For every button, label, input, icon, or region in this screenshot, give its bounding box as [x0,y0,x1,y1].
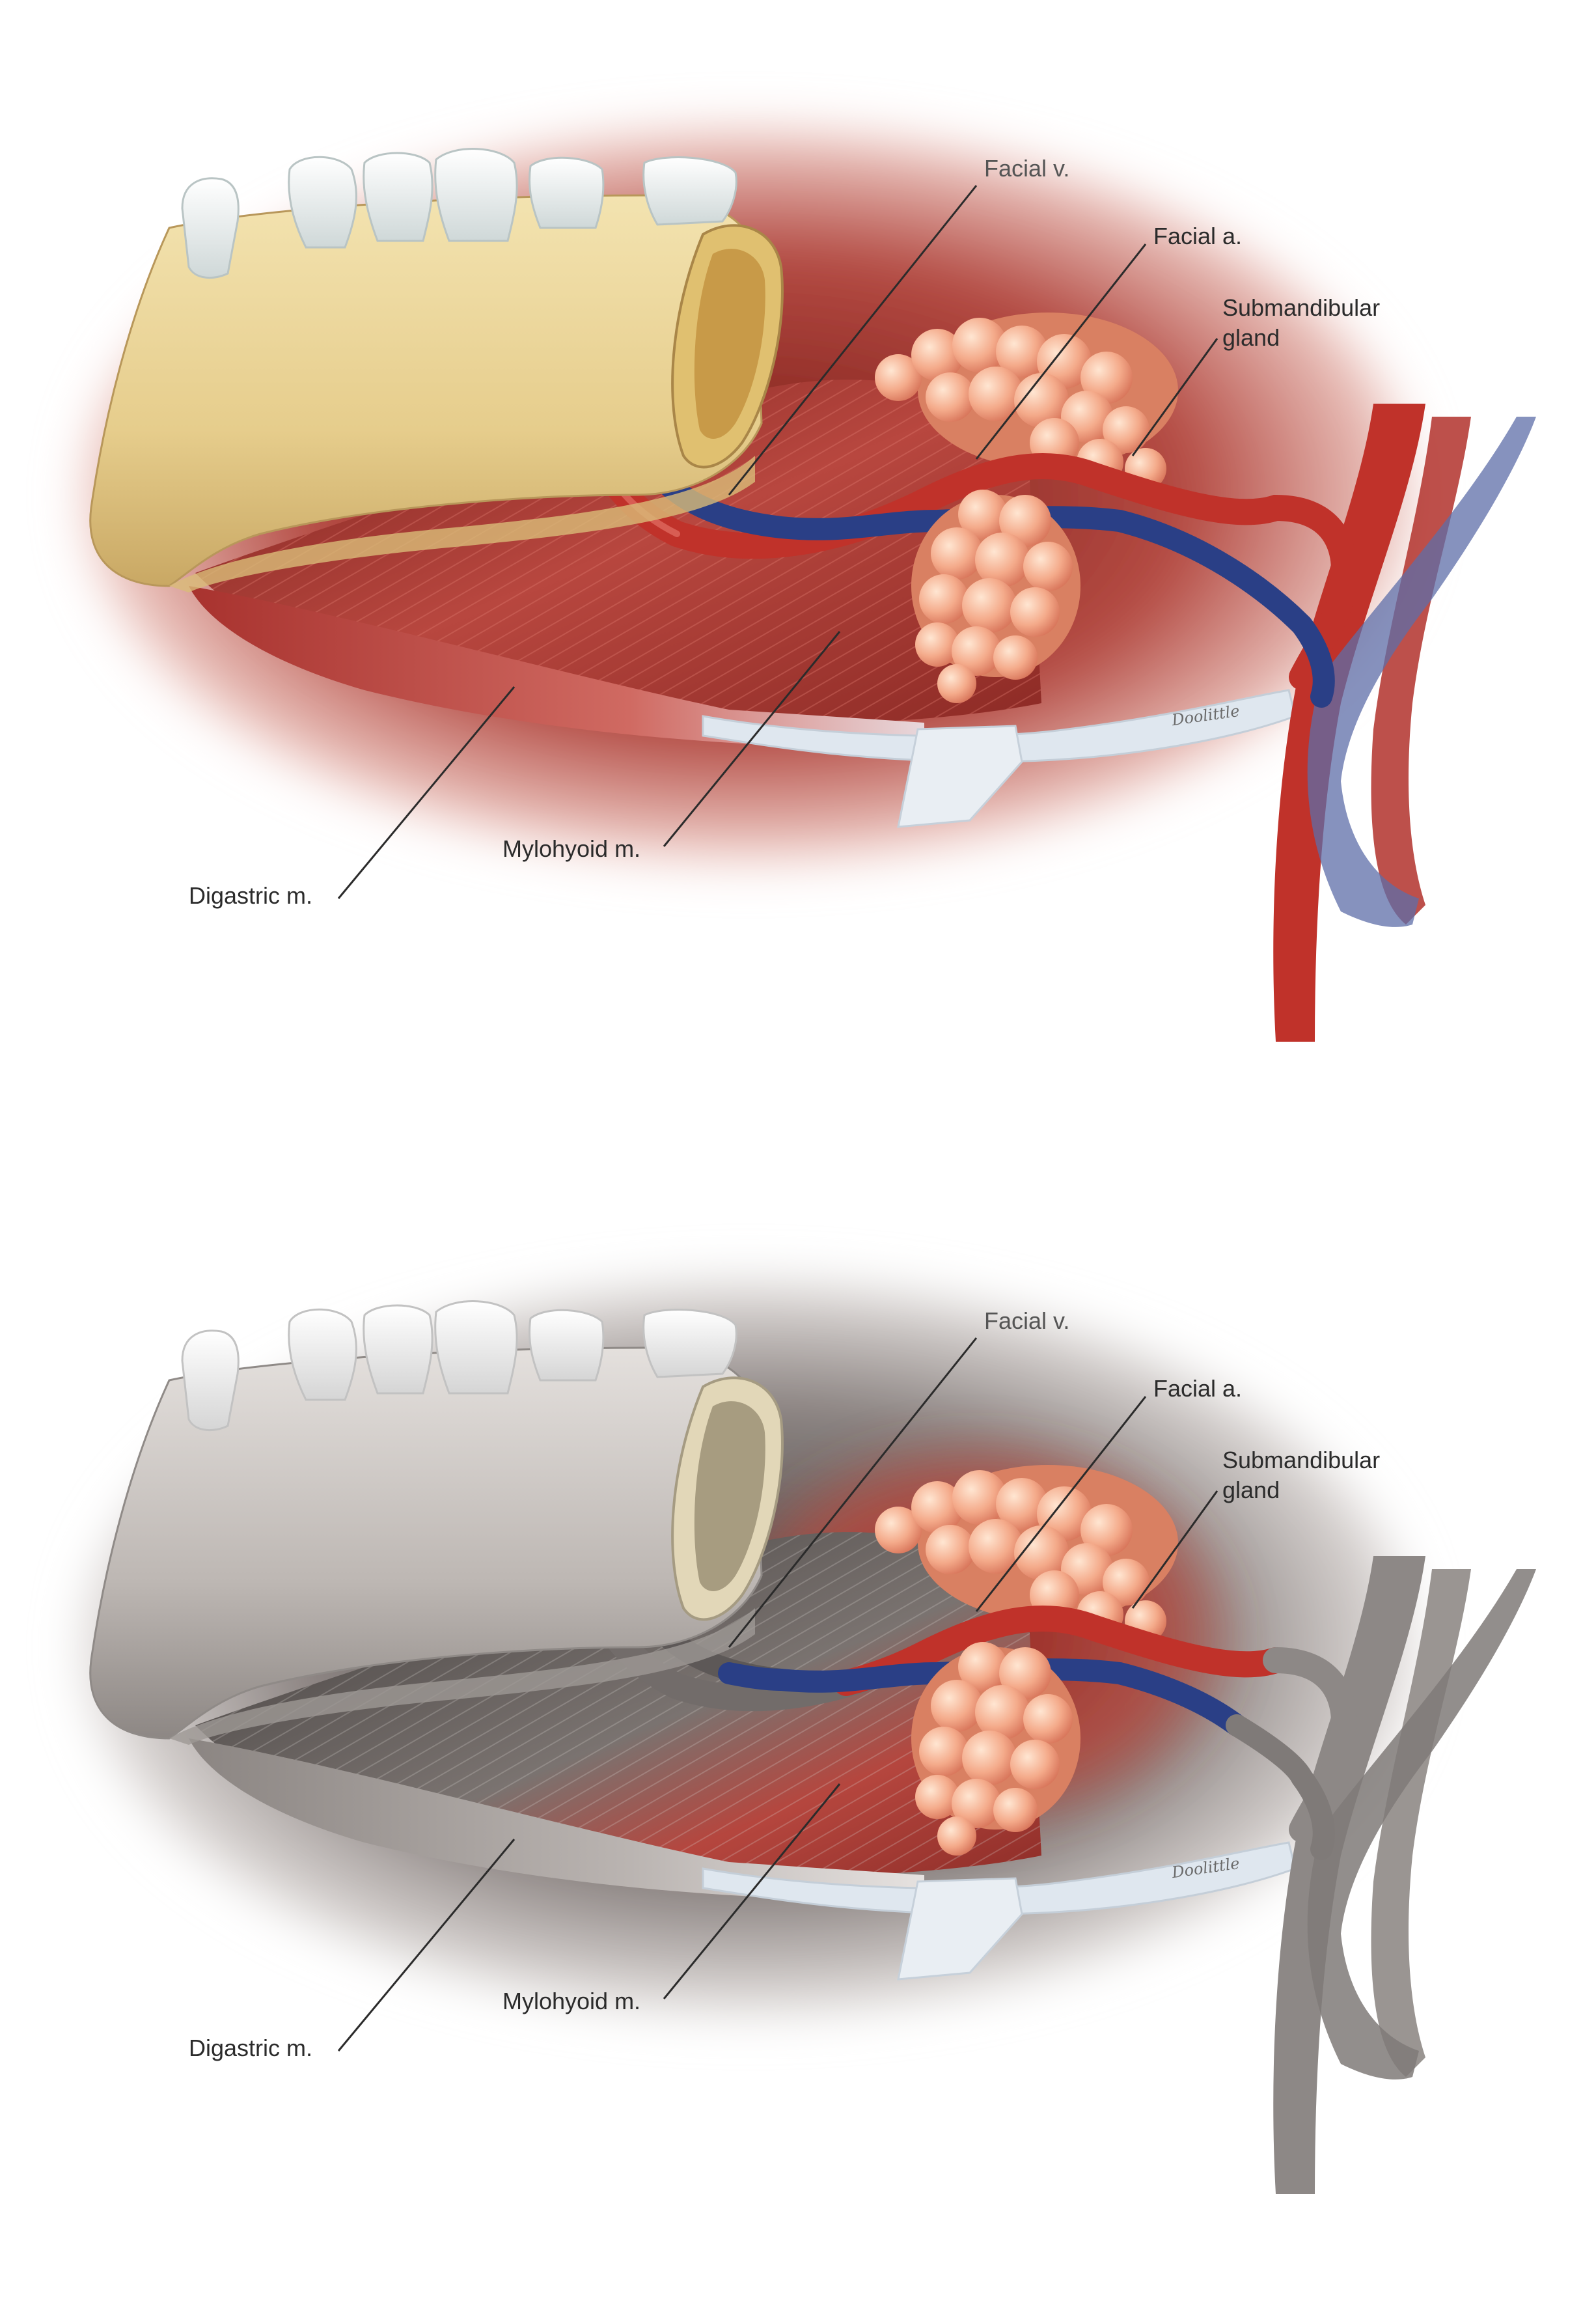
mandible-lower-border-gray [169,1608,755,1745]
tendon-sling [897,1877,1023,1981]
digastric-muscle [189,586,924,749]
digastric-muscle [189,1738,924,1901]
submandibular-gland-upper [875,313,1178,490]
cancellous-bone [694,1401,765,1591]
label-facial-artery: Facial a. [1153,223,1243,249]
lower-teeth [181,148,737,279]
illustration-panel-color: Facial v. Facial a. Submandibular gland … [0,0,1596,1133]
external-carotid-artery-gray [1273,1556,1425,2194]
lingual-artery-branch [1371,417,1471,925]
label-digastric-muscle: Digastric m. [189,882,313,909]
facial-vein-trunk-gray [1307,1569,1536,2080]
anatomy-illustration-color [85,130,1536,1042]
submandibular-gland-lower [911,1642,1080,1856]
label-facial-artery: Facial a. [1153,1375,1243,1402]
lingual-artery-branch-gray [1371,1569,1471,2077]
lower-teeth [181,1300,737,1432]
external-carotid-artery [1273,404,1425,1042]
label-submandibular-gland-line1: Submandibular [1222,1447,1381,1473]
label-facial-vein: Facial v. [984,1307,1070,1334]
leader-lines [337,185,1218,899]
submandibular-gland-lower [911,490,1080,703]
facial-vein-trunk [1307,417,1536,927]
label-facial-vein: Facial v. [984,155,1070,182]
facial-vein-gray-proximal [1226,1714,1335,1860]
illustration-panel-highlight: Facial v. Facial a. Submandibular gland … [0,1152,1596,2285]
label-submandibular-gland-line1: Submandibular [1222,294,1381,321]
tendon-sling [897,725,1023,828]
label-mylohyoid-muscle: Mylohyoid m. [502,1988,641,2014]
leader-lines [337,1337,1218,2052]
label-digastric-muscle: Digastric m. [189,2035,313,2061]
label-mylohyoid-muscle: Mylohyoid m. [502,835,641,862]
anatomy-illustration-highlight [85,1283,1536,2194]
label-submandibular-gland-line2: gland [1222,324,1280,351]
mandible-lower-border [169,456,755,592]
facial-artery [833,1605,1289,1696]
label-submandibular-gland-line2: gland [1222,1477,1280,1503]
cancellous-bone [694,249,765,439]
